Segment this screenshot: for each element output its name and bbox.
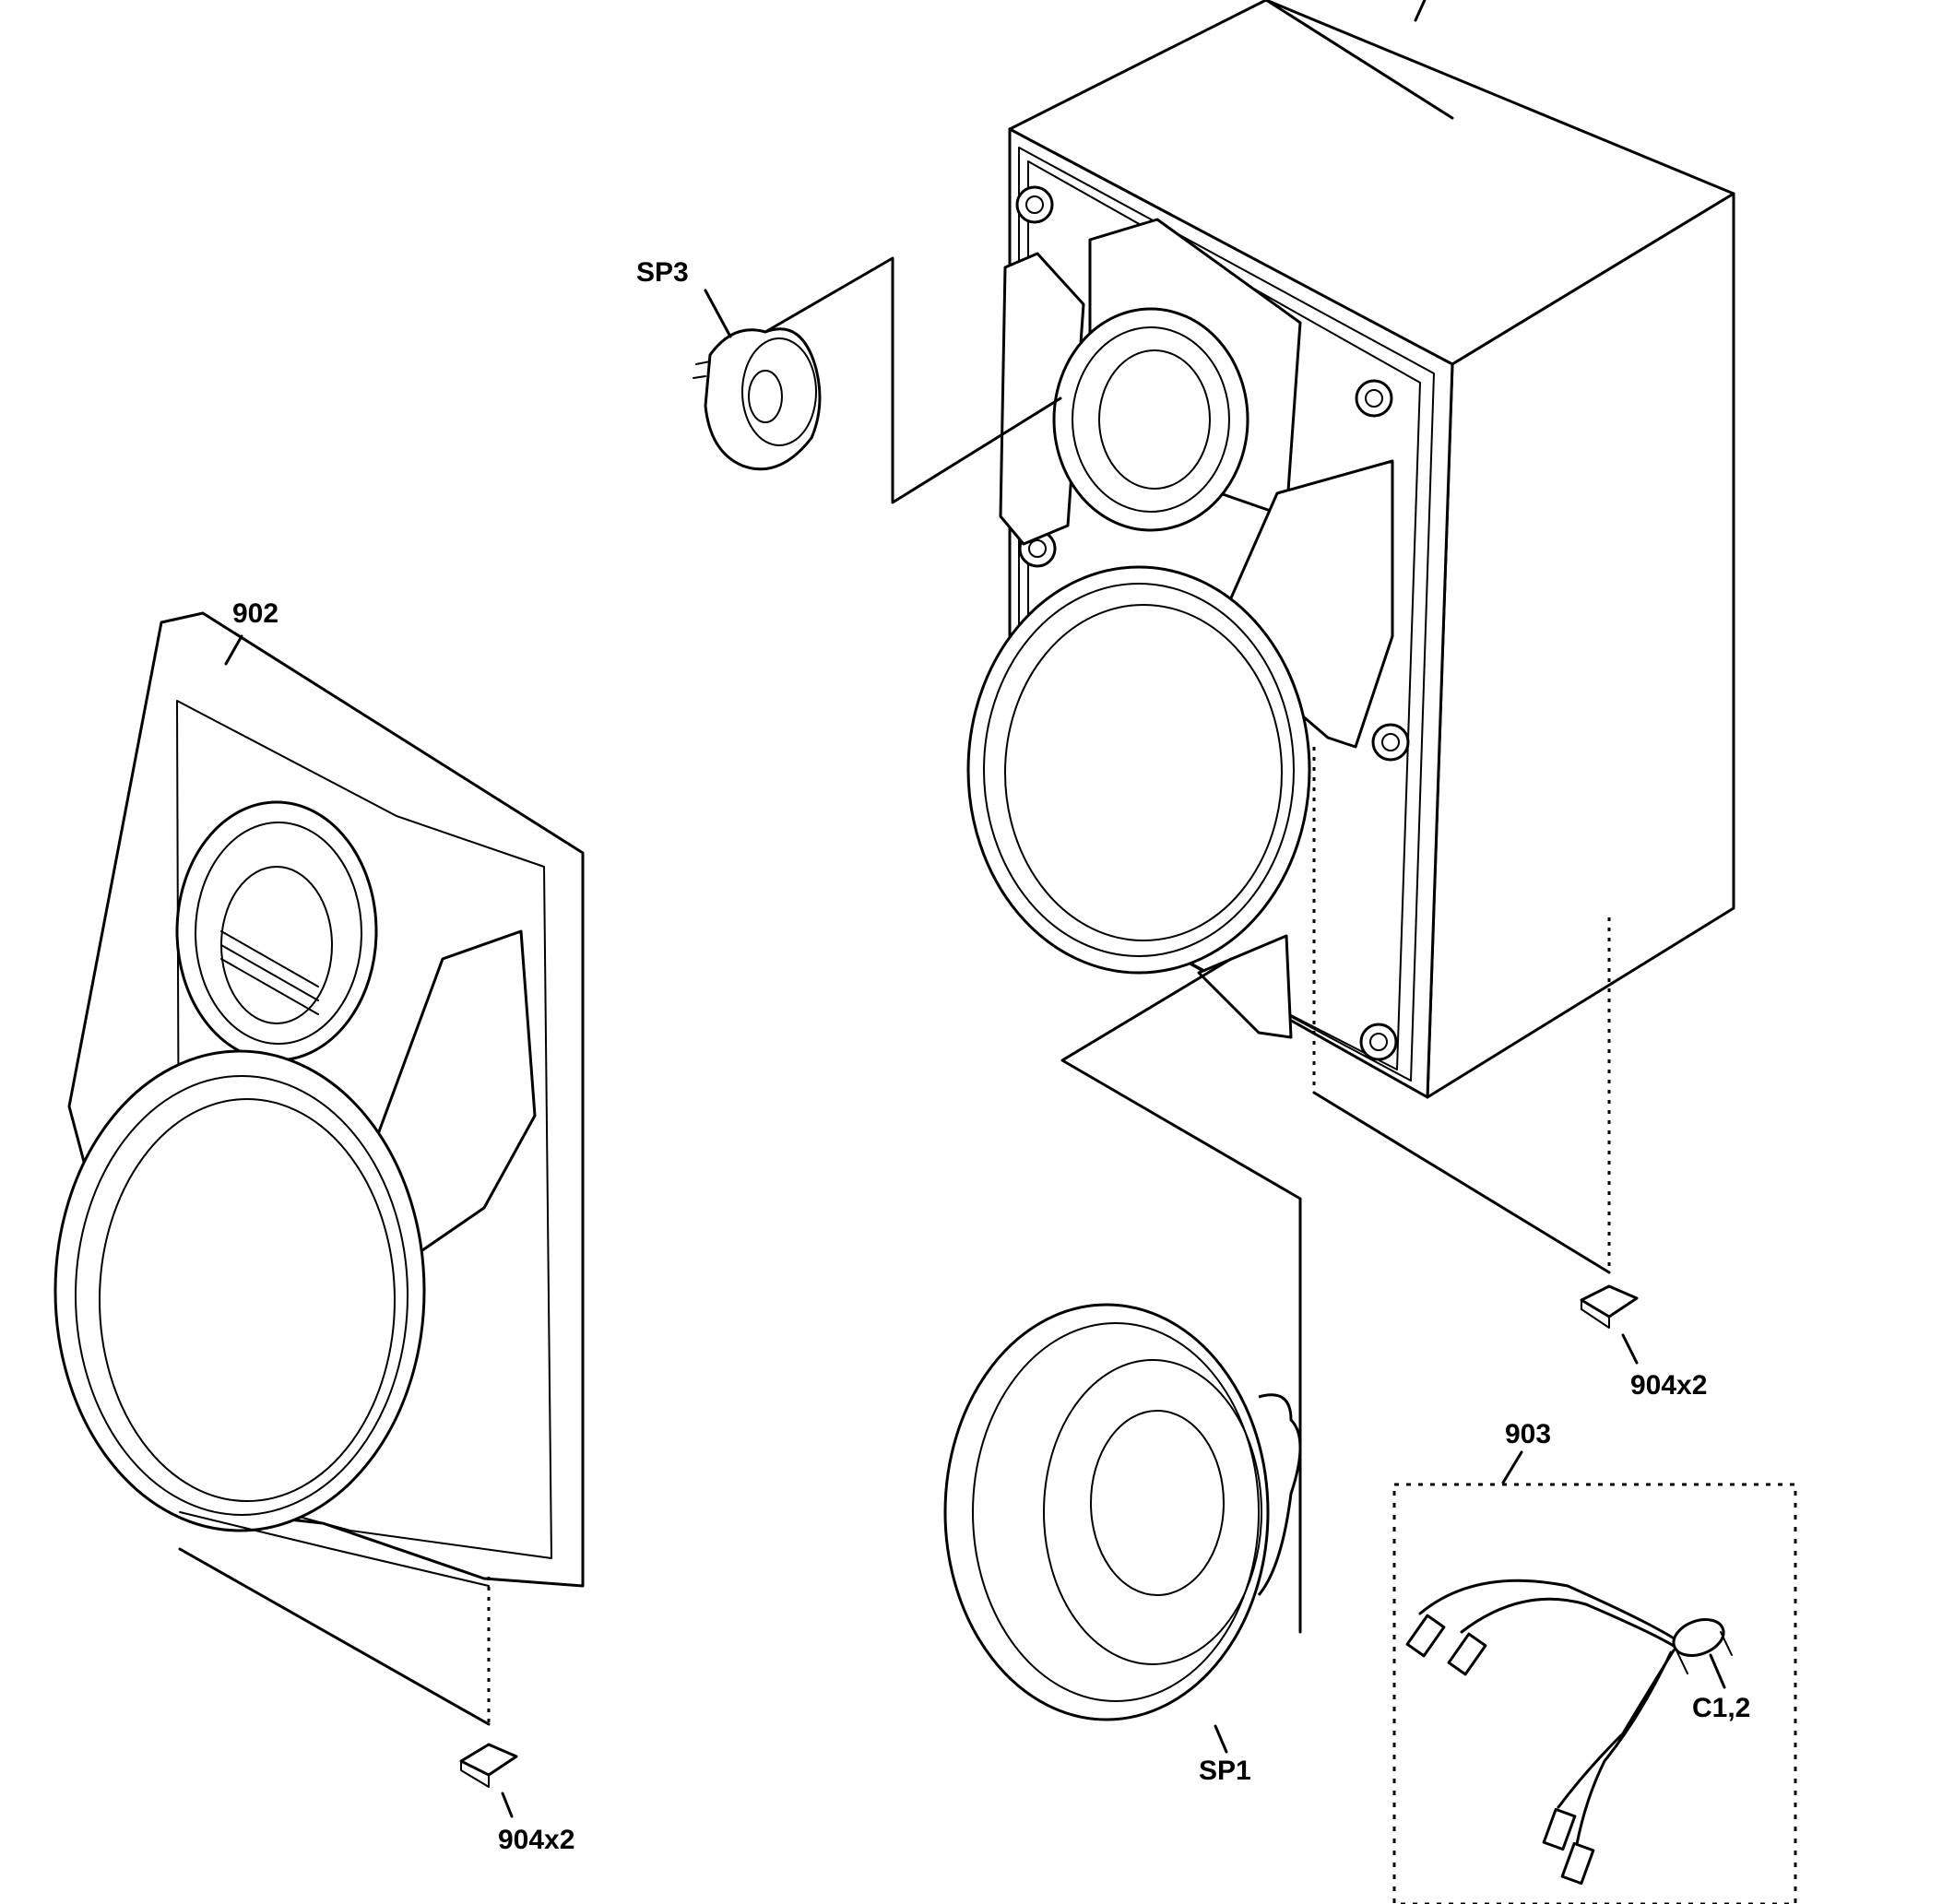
label-sp1: SP1 — [1199, 1756, 1251, 1786]
wire-harness-903 — [1405, 1579, 1733, 1886]
cabinet-to-sp1-line — [1060, 957, 1302, 1634]
rubber-foot-left — [459, 1743, 518, 1788]
label-904-left: 904x2 — [498, 1825, 574, 1855]
label-sp3: SP3 — [636, 257, 689, 288]
tweeter-sp3 — [693, 327, 822, 471]
label-903: 903 — [1505, 1419, 1551, 1449]
front-grille-panel-902 — [53, 611, 585, 1588]
cabinet-screws — [1015, 185, 1410, 1061]
capacitor-c1-2 — [1672, 1618, 1733, 1674]
label-902: 902 — [232, 598, 278, 629]
rubber-foot-right — [1580, 1284, 1639, 1329]
woofer-sp1 — [943, 1303, 1302, 1721]
cabinet-to-feet-line — [1312, 1091, 1611, 1274]
panel-to-feet-line — [178, 1547, 491, 1726]
label-904-right: 904x2 — [1630, 1370, 1707, 1401]
sp3-assembly-line — [764, 256, 1062, 504]
label-c1-2: C1,2 — [1692, 1693, 1750, 1723]
speaker-cabinet — [966, 0, 1735, 1099]
